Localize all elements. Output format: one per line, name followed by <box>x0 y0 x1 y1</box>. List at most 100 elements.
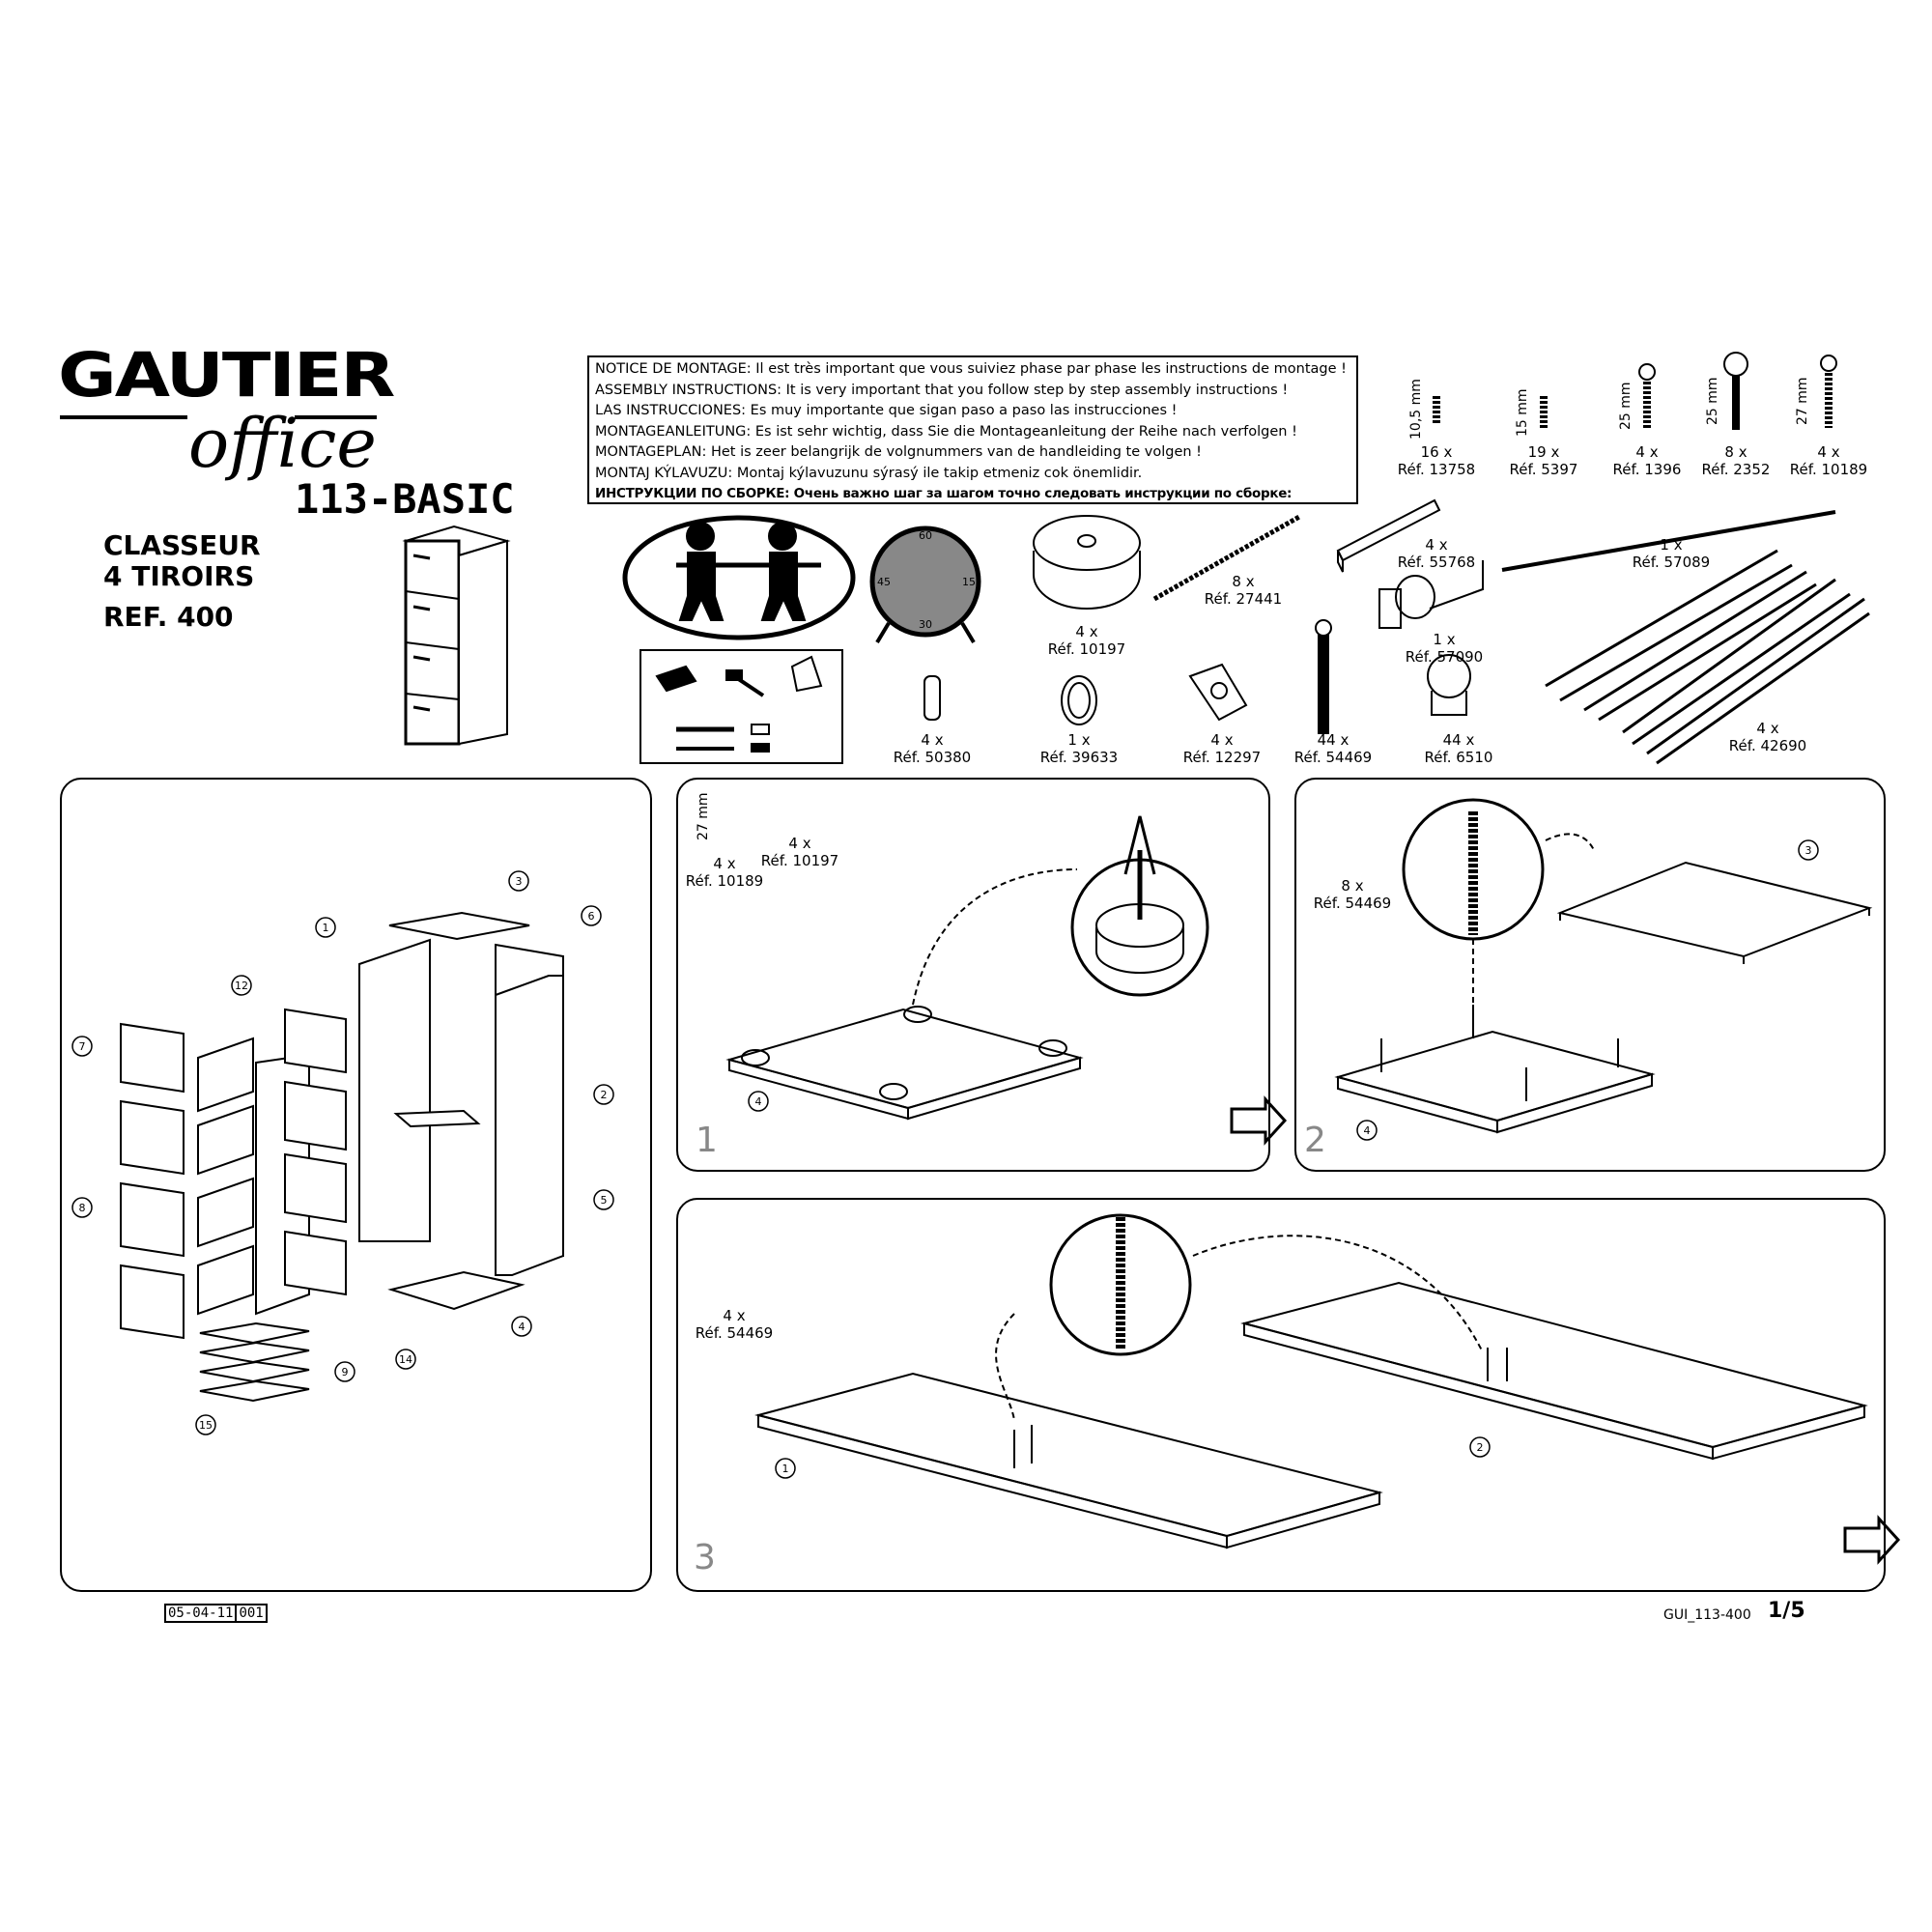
ring-icon <box>1061 675 1097 725</box>
exploded-view <box>120 911 564 1403</box>
notice-ru: ИНСТРУКЦИИ ПО СБОРКЕ: Очень важно шаг за… <box>595 486 1293 501</box>
qty: 4 x <box>1635 443 1659 461</box>
step2-drawing <box>1230 798 1873 1146</box>
callout-number: 2 <box>601 1089 608 1101</box>
logo-rule-left <box>60 415 187 419</box>
bracket-icon <box>1188 663 1248 722</box>
qty: 4 x <box>713 855 736 872</box>
page-number: 1/5 <box>1768 1599 1805 1623</box>
cam-lock-icon <box>1427 654 1471 716</box>
ref: Réf. 10197 <box>760 852 839 869</box>
callout-exploded-11: 14 <box>395 1349 416 1370</box>
step1-drawing <box>725 815 1209 1121</box>
qty: 1 x <box>1433 631 1456 648</box>
footer-date-box: 05-04-11 001 <box>164 1604 268 1623</box>
callout-circle <box>1356 1120 1378 1141</box>
assembly-notice: NOTICE DE MONTAGE: Il est très important… <box>587 355 1358 504</box>
logo-rule-right <box>295 415 377 419</box>
ref: Réf. 55768 <box>1397 554 1476 571</box>
callout-circle <box>71 1197 93 1218</box>
ref: Réf. 54469 <box>695 1324 774 1342</box>
callout-circle <box>593 1189 614 1210</box>
qty: 4 x <box>1756 720 1779 737</box>
callout-circle <box>508 870 529 892</box>
footer-code: 001 <box>235 1605 265 1621</box>
callout-number: 3 <box>1805 844 1812 857</box>
product-name-line1: CLASSEUR <box>103 529 261 561</box>
callout-circle <box>1798 839 1819 861</box>
qty: 4 x <box>921 731 944 749</box>
callout-number: 1 <box>323 922 329 934</box>
notice-es: LAS INSTRUCCIONES: Es muy importante que… <box>595 403 1178 418</box>
callout-number: 15 <box>199 1419 213 1432</box>
ref: Réf. 42690 <box>1728 737 1807 754</box>
ref: Réf. 57090 <box>1405 648 1484 666</box>
clock-15: 15 <box>962 576 976 588</box>
ref: Réf. 1396 <box>1612 461 1682 478</box>
ref: Réf. 50380 <box>893 749 972 766</box>
ref: Réf. 39633 <box>1039 749 1119 766</box>
notice-fr: NOTICE DE MONTAGE: Il est très important… <box>595 361 1347 377</box>
callout-circle <box>748 1091 769 1112</box>
step-2-number: 2 <box>1304 1121 1326 1160</box>
step-3-number: 3 <box>694 1538 716 1577</box>
foot-icon <box>1033 515 1141 610</box>
ref: Réf. 13758 <box>1397 461 1476 478</box>
callout-number: 6 <box>588 910 595 923</box>
callout-exploded-12: 15 <box>195 1414 216 1435</box>
qty: 8 x <box>1232 573 1255 590</box>
callout-circle <box>231 975 252 996</box>
step1-screw-dim: 27 mm <box>696 792 711 840</box>
callout-exploded-3: 6 <box>581 905 602 926</box>
callout-number: 1 <box>782 1463 789 1475</box>
callout-circle <box>395 1349 416 1370</box>
callout-exploded-7: 5 <box>593 1189 614 1210</box>
ref: Réf. 6510 <box>1424 749 1493 766</box>
callout-circle <box>334 1361 355 1382</box>
ref: Réf. 10189 <box>685 872 764 890</box>
ref: Réf. 57089 <box>1632 554 1711 571</box>
callout-step3-2: 2 <box>1469 1436 1491 1458</box>
ref: Réf. 27441 <box>1204 590 1283 608</box>
callout-number: 14 <box>399 1353 412 1366</box>
notice-tr: MONTAJ KÝLAVUZU: Montaj kýlavuzunu sýras… <box>595 465 1143 481</box>
notice-nl: MONTAGEPLAN: Het is zeer belangrijk de v… <box>595 444 1202 460</box>
qty: 4 x <box>1817 443 1840 461</box>
callout-circle <box>581 905 602 926</box>
callout-exploded-4: 12 <box>231 975 252 996</box>
drawer-slides-icon <box>1545 549 1870 765</box>
dowel-rod-icon <box>1152 514 1301 602</box>
footer-date: 05-04-11 <box>168 1605 234 1621</box>
brand-subtitle: office <box>188 404 377 483</box>
clock-icon: 60 15 30 45 <box>869 526 981 644</box>
ref: Réf. 54469 <box>1313 895 1392 912</box>
rail-strip-icon <box>1501 510 1836 572</box>
clock-30: 30 <box>919 618 932 631</box>
ref: Réf. 5397 <box>1509 461 1578 478</box>
callout-step2-2: 4 <box>1356 1120 1378 1141</box>
screw-icons <box>1433 363 1833 430</box>
wooden-strip-icon <box>1336 498 1441 573</box>
qty: 4 x <box>1075 623 1098 640</box>
qty: 8 x <box>1724 443 1747 461</box>
screw-1-dim: 10,5 mm <box>1408 379 1424 440</box>
step-1-panel <box>676 778 1270 1172</box>
callout-circle <box>315 917 336 938</box>
cam-bolt-icon <box>1315 619 1332 734</box>
product-name-line2: 4 TIROIRS <box>103 560 255 592</box>
qty: 4 x <box>1210 731 1234 749</box>
two-people-icon <box>622 515 856 640</box>
step-1-number: 1 <box>696 1121 718 1160</box>
